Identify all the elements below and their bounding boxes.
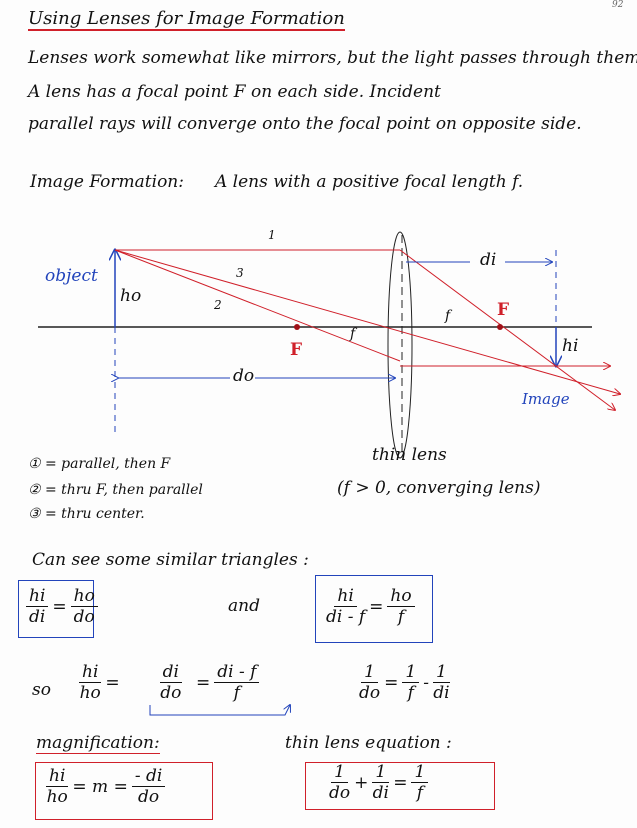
object-label: object: [45, 266, 98, 286]
similar-triangles-text: Can see some similar triangles :: [32, 550, 309, 570]
focal-point-left: [294, 324, 300, 330]
F-left-label: F: [290, 340, 303, 360]
eq-box: [18, 580, 94, 638]
image-label: Image: [522, 390, 570, 408]
and-text: and: [228, 596, 260, 616]
F-right-label: F: [497, 300, 510, 320]
focal-point-right: [497, 324, 503, 330]
ray-3-label: 3: [236, 266, 244, 280]
ray-1-refracted: [399, 249, 615, 410]
page-title: Using Lenses for Image Formation: [28, 8, 345, 31]
subheading-desc: A lens with a positive focal length f.: [215, 172, 524, 192]
ho-label: ho: [120, 286, 142, 306]
legend-item: ③ = thru center.: [28, 506, 145, 522]
f-left-label: f: [350, 326, 356, 342]
magnification-box: [35, 762, 213, 820]
so-text: so: [32, 680, 51, 700]
di-label: di: [480, 250, 497, 270]
rearrange-arrow: [149, 705, 290, 716]
intro-line: A lens has a focal point F on each side.…: [28, 82, 441, 102]
eq-box: [315, 575, 433, 643]
legend-item: ② = thru F, then parallel: [28, 482, 203, 498]
intro-line: Lenses work somewhat like mirrors, but t…: [28, 48, 637, 68]
ray-2: [114, 249, 401, 362]
lens: [387, 231, 413, 459]
hi-label: hi: [562, 336, 579, 356]
subheading: Image Formation:: [30, 172, 184, 192]
do-label: do: [233, 366, 255, 386]
lens-label: thin lens: [372, 445, 447, 465]
thin-lens-eq-heading: thin lens equation :: [285, 733, 452, 753]
page-number: 92: [612, 0, 624, 10]
ray-2-label: 2: [214, 298, 222, 312]
intro-line: parallel rays will converge onto the foc…: [28, 114, 582, 134]
ray-1-label: 1: [268, 228, 276, 242]
thin-lens-box: [305, 762, 495, 810]
f-right-label: f: [445, 308, 451, 324]
magnification-heading: magnification:: [36, 733, 160, 754]
legend-item: ① = parallel, then F: [28, 456, 171, 472]
ray-3: [114, 249, 620, 394]
lens-note: (f > 0, converging lens): [337, 478, 541, 498]
